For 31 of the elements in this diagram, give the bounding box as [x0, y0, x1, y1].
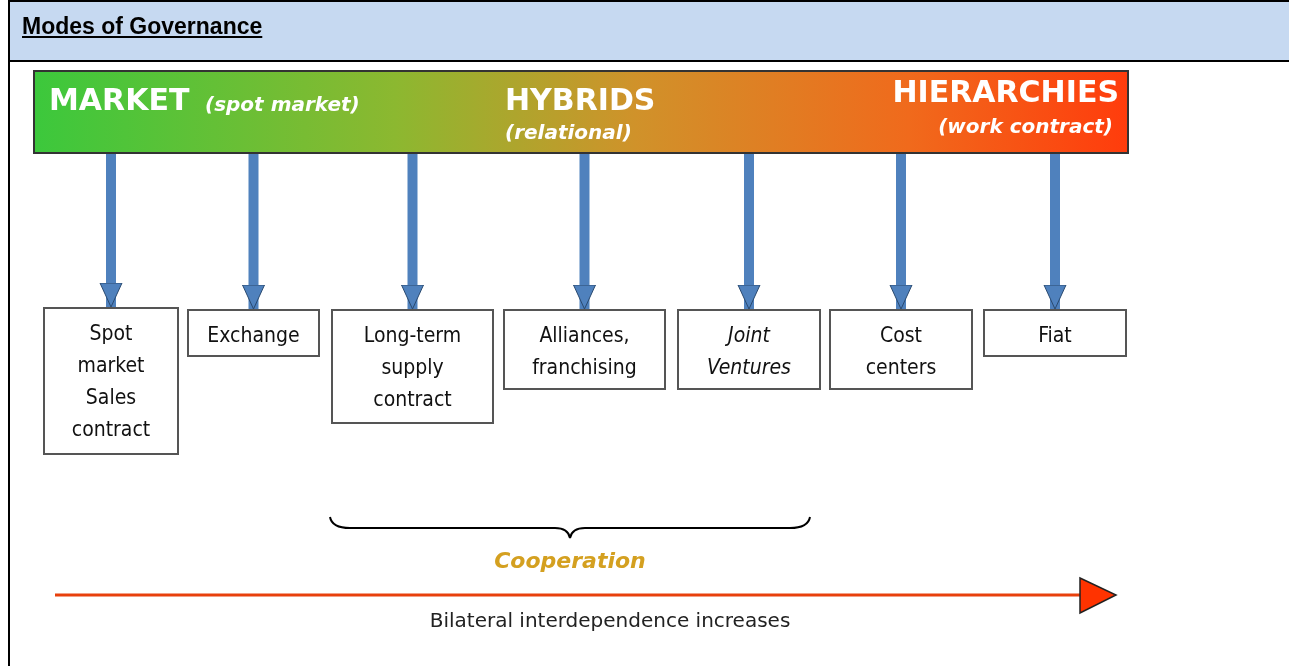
mode-label: Long-term supply contract: [362, 322, 463, 413]
band-subheading: (work contract): [938, 114, 1113, 138]
mode-label: Fiat: [1038, 322, 1072, 349]
brace-label: Cooperation: [494, 548, 646, 573]
axis-caption: Bilateral interdependence increases: [429, 608, 791, 632]
band-heading: HYBRIDS: [505, 82, 656, 117]
down-arrow: [242, 154, 265, 310]
down-arrow: [889, 154, 913, 310]
mode-box: [43, 307, 179, 455]
mode-box: [503, 309, 666, 390]
down-arrow: [573, 154, 596, 310]
mode-label: Exchange: [207, 322, 300, 349]
mode-label: Joint Ventures: [706, 322, 792, 381]
mode-box: [331, 309, 494, 424]
down-arrow: [99, 154, 123, 308]
band-heading: HIERARCHIES: [892, 74, 1119, 109]
title: Modes of Governance: [22, 13, 263, 40]
mode-box: [187, 309, 320, 357]
mode-label: Spot market Sales contract: [70, 320, 152, 443]
band-subheading: (relational): [505, 120, 632, 144]
down-arrow: [401, 154, 424, 310]
down-arrow: [737, 154, 761, 310]
mode-label: Alliances, franchising: [531, 322, 638, 381]
mode-box: [677, 309, 821, 390]
mode-box: [983, 309, 1127, 357]
band-heading: MARKET: [49, 82, 190, 117]
mode-label: Cost centers: [864, 322, 938, 381]
gradient-band: [33, 70, 1129, 154]
mode-box: [829, 309, 973, 390]
down-arrow: [1043, 154, 1067, 310]
band-subheading: (spot market): [205, 92, 360, 116]
